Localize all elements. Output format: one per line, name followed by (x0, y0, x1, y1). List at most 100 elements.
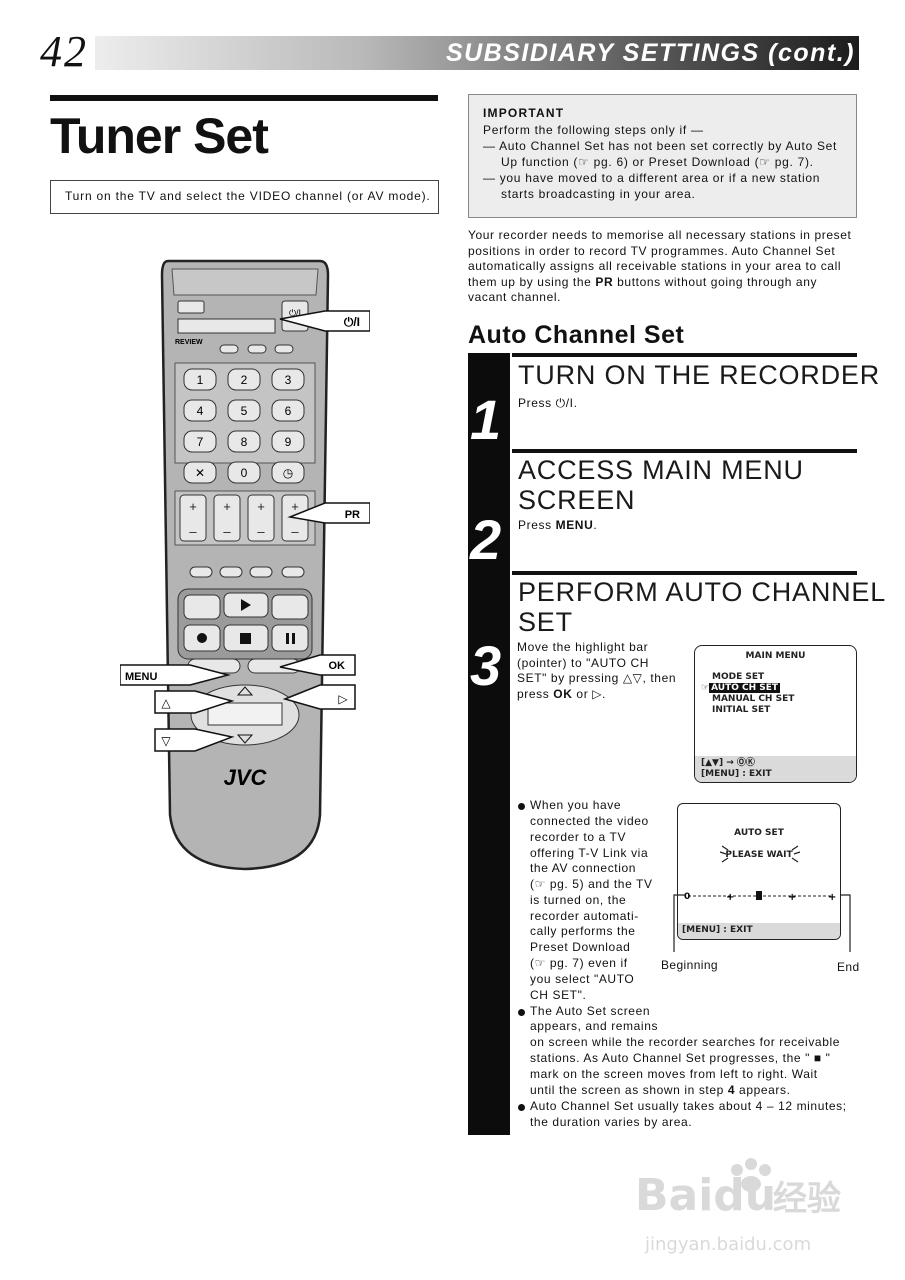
important-heading: IMPORTANT (483, 106, 565, 120)
pr-key: PR (595, 274, 614, 289)
remote-key (183, 368, 217, 391)
auto-set-screen: AUTO SET PLEASE WAIT 0 + + + [MENU] : EX… (677, 803, 841, 940)
progress-bar: 0 + + + (684, 845, 836, 903)
remote-brand: JVC (224, 765, 268, 790)
remote-key (227, 461, 261, 484)
remote-key-label: 1 (197, 373, 204, 387)
svg-text:–: – (223, 524, 231, 539)
important-intro: Perform the following steps only if — (483, 123, 704, 137)
svg-text:–: – (257, 524, 265, 539)
svg-text:经验: 经验 (773, 1179, 841, 1219)
callout-menu: MENU (120, 664, 231, 686)
important-item-2: — you have moved to a different area or … (483, 171, 821, 185)
title-rule (50, 95, 438, 101)
page-title: Tuner Set (50, 108, 269, 164)
step-1-rule (512, 353, 857, 357)
menu-item-manual-ch-set: MANUAL CH SET (712, 694, 795, 704)
paw-logo-icon (731, 1158, 771, 1192)
svg-text:jingyan.baidu.com: jingyan.baidu.com (644, 1234, 811, 1255)
menu-item-initial-set: INITIAL SET (712, 705, 771, 715)
step-3-title-cont: SET (518, 607, 573, 637)
step-2-text: Press MENU. (518, 518, 598, 532)
step-3-rule (512, 571, 857, 575)
remote-key (271, 368, 305, 391)
remote-key-label: 5 (241, 404, 248, 418)
remote-key-label: ◷ (283, 466, 293, 480)
callout-right: ▷ (282, 684, 356, 710)
section-title: SUBSIDIARY SETTINGS (cont.) (445, 39, 855, 67)
ok-key: OK (553, 686, 573, 701)
remote-key (271, 461, 305, 484)
remote-key (227, 368, 261, 391)
svg-text:▷: ▷ (338, 692, 348, 706)
svg-text:+: + (828, 892, 836, 903)
header-gradient-bar (95, 36, 859, 70)
remote-key (227, 399, 261, 422)
remote-key-label: 2 (241, 373, 248, 387)
important-item-1: — Auto Channel Set has not been set corr… (483, 139, 838, 153)
svg-text:–: – (189, 524, 197, 539)
auto-set-exit-hint: [MENU] : EXIT (678, 923, 840, 939)
step-2-number: 2 (470, 508, 502, 571)
remote-key-label: 3 (285, 373, 292, 387)
auto-channel-set-heading: Auto Channel Set (468, 321, 685, 349)
menu-item-mode-set: MODE SET (712, 672, 765, 682)
remote-key-label: ✕ (195, 466, 205, 480)
svg-text:–: – (291, 524, 299, 539)
auto-set-title: AUTO SET (734, 828, 784, 838)
svg-text:+: + (291, 499, 299, 514)
important-box: IMPORTANT Perform the following steps on… (468, 94, 857, 218)
callout-up: △ (154, 690, 235, 714)
step-2-rule (512, 449, 857, 453)
callout-ok: OK (279, 654, 356, 676)
remote-key-label: 0 (241, 466, 248, 480)
pointer-icon: ☞ (701, 683, 710, 693)
remote-key (183, 461, 217, 484)
menu-nav-hint: [▲▼] → ⓄⓀ (701, 758, 755, 768)
remote-power-label: ⏻/I (289, 308, 301, 318)
menu-item-auto-ch-set: ☞AUTO CH SET (701, 683, 781, 693)
callout-pr: PR (287, 502, 370, 524)
svg-text:⏻/I: ⏻/I (344, 315, 360, 329)
svg-text:OK: OK (329, 660, 346, 672)
remote-key-label: 8 (241, 435, 248, 449)
svg-text:MENU: MENU (125, 671, 157, 683)
svg-text:0: 0 (684, 892, 690, 902)
step-2-title: ACCESS MAIN MENU (518, 455, 804, 485)
svg-text:Baidu: Baidu (635, 1170, 776, 1221)
callout-power: ⏻/I (279, 310, 370, 332)
svg-text:+: + (788, 892, 796, 903)
step-number-bar (468, 353, 510, 1135)
svg-text:+: + (189, 499, 197, 514)
main-menu-title: MAIN MENU (745, 651, 806, 661)
remote-key-label: 9 (285, 435, 292, 449)
svg-text:+: + (257, 499, 265, 514)
menu-exit-hint: [MENU] : EXIT (701, 769, 772, 779)
beginning-label: Beginning (661, 958, 718, 972)
remote-key-label: 7 (197, 435, 204, 449)
main-menu-screen: MAIN MENU MODE SET ☞AUTO CH SET MANUAL C… (694, 645, 857, 783)
menu-key: MENU (555, 518, 594, 532)
progress-marker (756, 891, 762, 900)
remote-key (227, 430, 261, 453)
important-item-2-cont: starts broadcasting in your area. (501, 187, 696, 201)
svg-text:△: △ (161, 696, 171, 710)
remote-key (183, 430, 217, 453)
intro-paragraph: Your recorder needs to memorise all nece… (468, 228, 852, 305)
step-2-title-cont: SCREEN (518, 485, 636, 515)
menu-footer: [▲▼] → ⓄⓀ [MENU] : EXIT (695, 756, 856, 782)
baidu-watermark: Baidu 经验 jingyan.baidu.com (635, 1158, 841, 1255)
svg-text:+: + (223, 499, 231, 514)
step-3-number: 3 (470, 634, 502, 697)
remote-key (183, 399, 217, 422)
callout-down: ▽ (154, 728, 235, 752)
end-label: End (837, 960, 860, 974)
remote-key-label: 6 (285, 404, 292, 418)
progress-pointer-lines (673, 894, 851, 952)
svg-text:PR: PR (345, 509, 360, 521)
step-1-number: 1 (470, 388, 502, 451)
tv-setup-note: Turn on the TV and select the VIDEO chan… (50, 180, 439, 214)
remote-review-label: REVIEW (175, 339, 203, 346)
step-3-title: PERFORM AUTO CHANNEL (518, 577, 887, 607)
